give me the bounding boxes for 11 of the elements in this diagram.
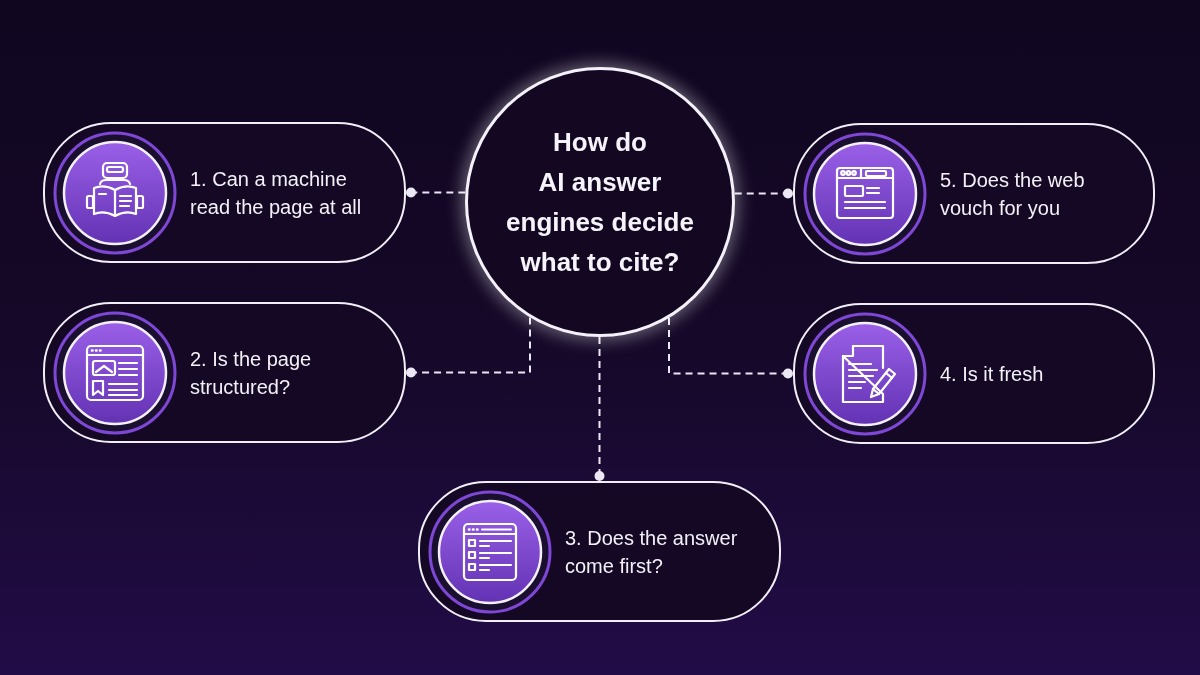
dashed-connector: [594, 336, 605, 482]
question-text: How do AI answer engines decide what to cite?: [505, 126, 695, 279]
step-label: 4. Is it fresh: [940, 361, 1045, 387]
dashed-connector: [405, 187, 467, 198]
dashed-connector: [405, 316, 531, 378]
dashed-connector: [668, 317, 794, 379]
dashed-connector: [733, 188, 794, 199]
step-label: 3. Does the answer come first?: [565, 525, 739, 579]
step-label: 2. Is the page structured?: [190, 346, 313, 400]
step-label: 5. Does the web vouch for you: [940, 167, 1086, 221]
step-label: 1. Can a machine read the page at all: [190, 166, 363, 220]
